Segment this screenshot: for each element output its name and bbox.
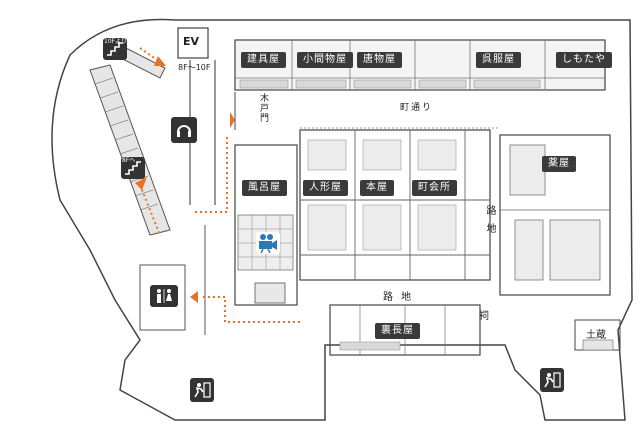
label-karamonoya: 唐物屋 — [357, 52, 402, 68]
street-roji-vertical: 路地 — [484, 205, 495, 241]
middle-shops-block — [299, 129, 491, 281]
label-furoya: 風呂屋 — [242, 180, 287, 196]
elevator-floors: 8F〜10F — [178, 63, 211, 72]
headphones-icon — [171, 117, 197, 143]
label-gofukuya: 呉服屋 — [476, 52, 521, 68]
emergency-exit-icon-left — [190, 378, 214, 402]
label-ningyoya: 人形屋 — [303, 180, 348, 196]
movie-camera-icon — [256, 232, 280, 254]
label-dozo: 土蔵 — [586, 330, 606, 341]
elevator-label: EV — [183, 35, 200, 48]
emergency-exit-icon-right — [540, 368, 564, 392]
floor-outline — [51, 18, 633, 421]
kidomon-gate-label: 木戸門 — [258, 93, 268, 123]
restroom-block — [139, 264, 186, 331]
label-machikaisho: 町会所 — [412, 180, 457, 196]
stairs-up-icon — [103, 38, 127, 60]
hokora-label: 祠 — [479, 311, 489, 322]
label-komamonoya: 小間物屋 — [297, 52, 353, 68]
label-honya: 本屋 — [360, 180, 394, 196]
label-shimotaya: しもたや — [556, 52, 612, 68]
street-roji-horizontal: 路地 — [383, 292, 419, 303]
stairs-to-8f-label: 8Fへ — [122, 157, 136, 164]
label-uranagaya: 裏長屋 — [375, 323, 420, 339]
restroom-icon — [150, 285, 178, 307]
elevator-shaft — [177, 27, 209, 59]
stairs-down-icon — [121, 157, 145, 179]
label-kenguya: 建具屋 — [241, 52, 286, 68]
stair-ramp — [89, 64, 171, 236]
right-block — [499, 134, 611, 296]
bath-house — [234, 144, 298, 306]
stairs-from-10f-label: 10Fより — [104, 38, 127, 45]
label-kusuriya: 薬屋 — [542, 156, 576, 172]
street-machidori: 町通り — [400, 103, 434, 113]
